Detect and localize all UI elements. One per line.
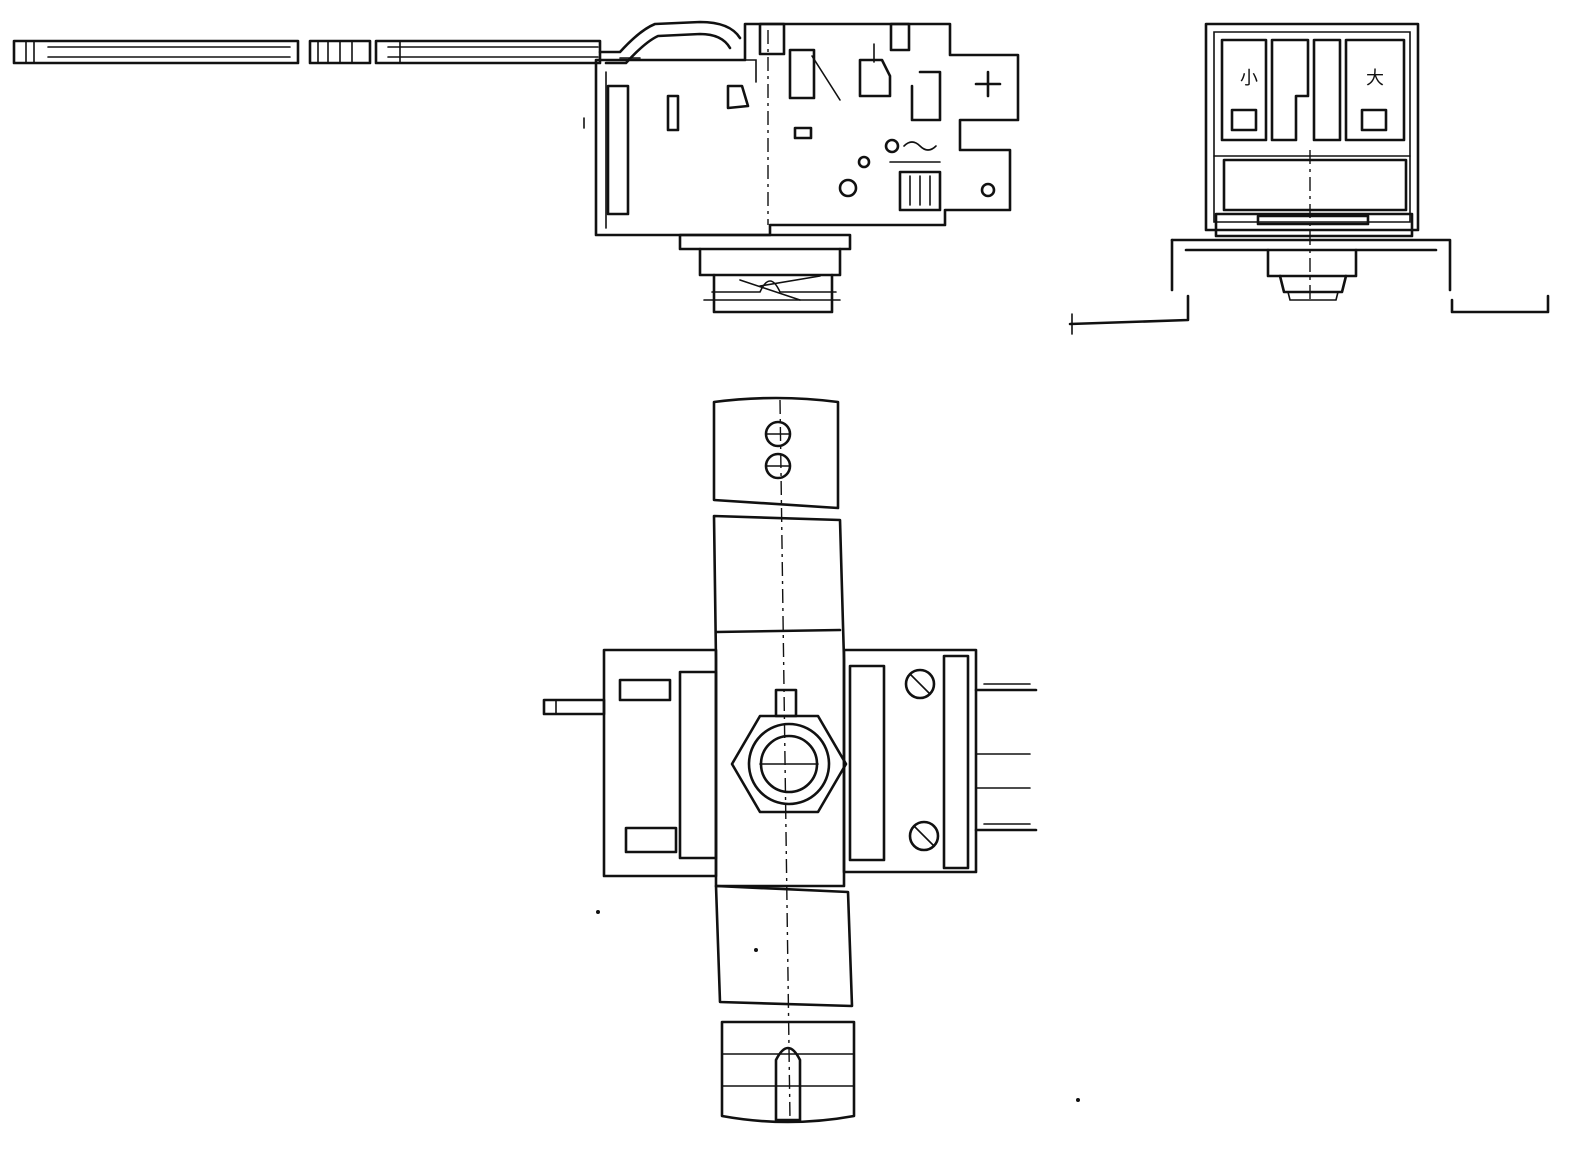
- mounting-bracket-side: [680, 235, 850, 312]
- mounting-tab-lower: [722, 1022, 854, 1122]
- knob-label-left: 小: [1240, 68, 1258, 89]
- mounting-tab-upper: [714, 398, 838, 508]
- housing-top: [544, 650, 1036, 876]
- side-view: [14, 22, 1018, 312]
- adjustment-nut: [732, 690, 846, 812]
- capillary-tube: [14, 41, 600, 63]
- top-view: [544, 398, 1080, 1122]
- end-view: 小 大: [1070, 24, 1548, 334]
- thermostat-body: [584, 24, 1018, 235]
- knob-label-right: 大: [1366, 68, 1384, 89]
